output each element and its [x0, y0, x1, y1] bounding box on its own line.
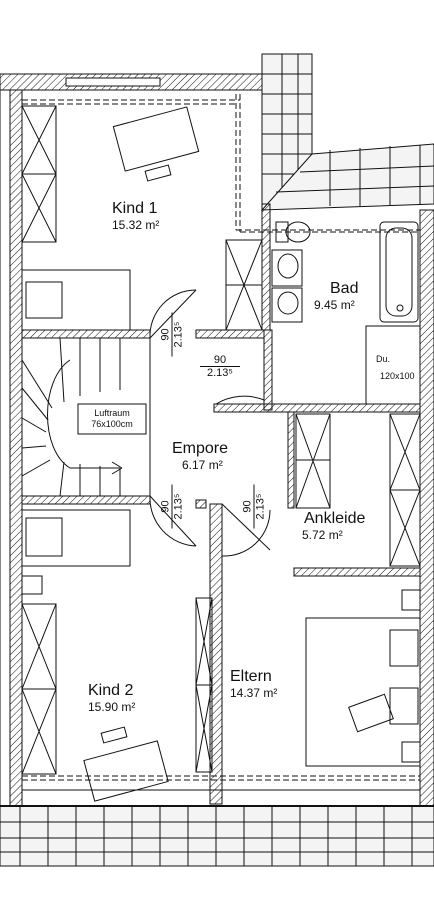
door-label-eltern: 90 2.13⁵	[241, 484, 267, 529]
door-label-bad: 90 2.13⁵	[200, 354, 240, 379]
room-eltern-unit: m²	[263, 686, 278, 700]
roof-tiles-bottom	[0, 805, 434, 867]
room-kind1-name: Kind 1	[112, 200, 158, 217]
room-kind2-unit: m²	[121, 700, 136, 714]
room-ankleide-unit: m²	[328, 528, 343, 542]
room-bad: Bad 9.45 m²	[314, 280, 358, 312]
door-eltern-width: 90	[241, 484, 255, 529]
room-ankleide-name: Ankleide	[304, 510, 366, 527]
desks	[83, 106, 394, 802]
room-eltern-area: 14.37	[230, 686, 261, 700]
exterior-walls	[0, 73, 434, 807]
room-empore-area: 6.17	[182, 458, 206, 472]
room-eltern-name: Eltern	[230, 668, 272, 685]
room-empore-unit: m²	[208, 458, 223, 472]
room-kind1: Kind 1 15.32 m²	[112, 200, 159, 232]
room-bad-name: Bad	[330, 280, 359, 297]
door-kind1-width: 90	[159, 312, 173, 357]
room-eltern: Eltern 14.37 m²	[230, 668, 277, 700]
room-kind1-unit: m²	[145, 218, 160, 232]
shower-label: Du. 120x100	[376, 354, 415, 382]
shower-size: 120x100	[380, 371, 415, 381]
stair-void-text: Luftraum	[94, 408, 130, 418]
stair-void-size: 76x100cm	[91, 419, 133, 429]
door-kind1-height: 2.13⁵	[172, 321, 185, 348]
room-kind2: Kind 2 15.90 m²	[88, 682, 135, 714]
staircase	[21, 337, 151, 497]
shower-label-text: Du.	[376, 354, 391, 364]
room-ankleide-area: 5.72	[302, 528, 326, 542]
room-kind2-area: 15.90	[88, 700, 119, 714]
door-eltern-height: 2.13⁵	[254, 493, 267, 520]
room-ankleide: Ankleide 5.72 m²	[302, 510, 366, 542]
door-bad-height: 2.13⁵	[207, 367, 233, 379]
door-kind2-width: 90	[159, 484, 173, 529]
beds	[21, 269, 421, 767]
door-swings	[149, 289, 271, 557]
door-label-kind2: 90 2.13⁵	[159, 484, 185, 529]
door-kind2-height: 2.13⁵	[172, 493, 185, 520]
door-bad-width: 90	[200, 354, 240, 367]
stair-void-label: Luftraum 76x100cm	[84, 408, 140, 430]
wardrobes	[21, 105, 421, 775]
door-label-kind1: 90 2.13⁵	[159, 312, 185, 357]
room-kind2-name: Kind 2	[88, 682, 134, 699]
chimney	[260, 53, 434, 211]
interior-walls	[21, 203, 421, 805]
room-bad-area: 9.45	[314, 298, 338, 312]
room-bad-unit: m²	[340, 298, 355, 312]
bath-fixtures	[271, 221, 419, 323]
room-empore: Empore 6.17 m²	[172, 440, 228, 472]
room-empore-name: Empore	[172, 440, 229, 457]
room-kind1-area: 15.32	[112, 218, 143, 232]
